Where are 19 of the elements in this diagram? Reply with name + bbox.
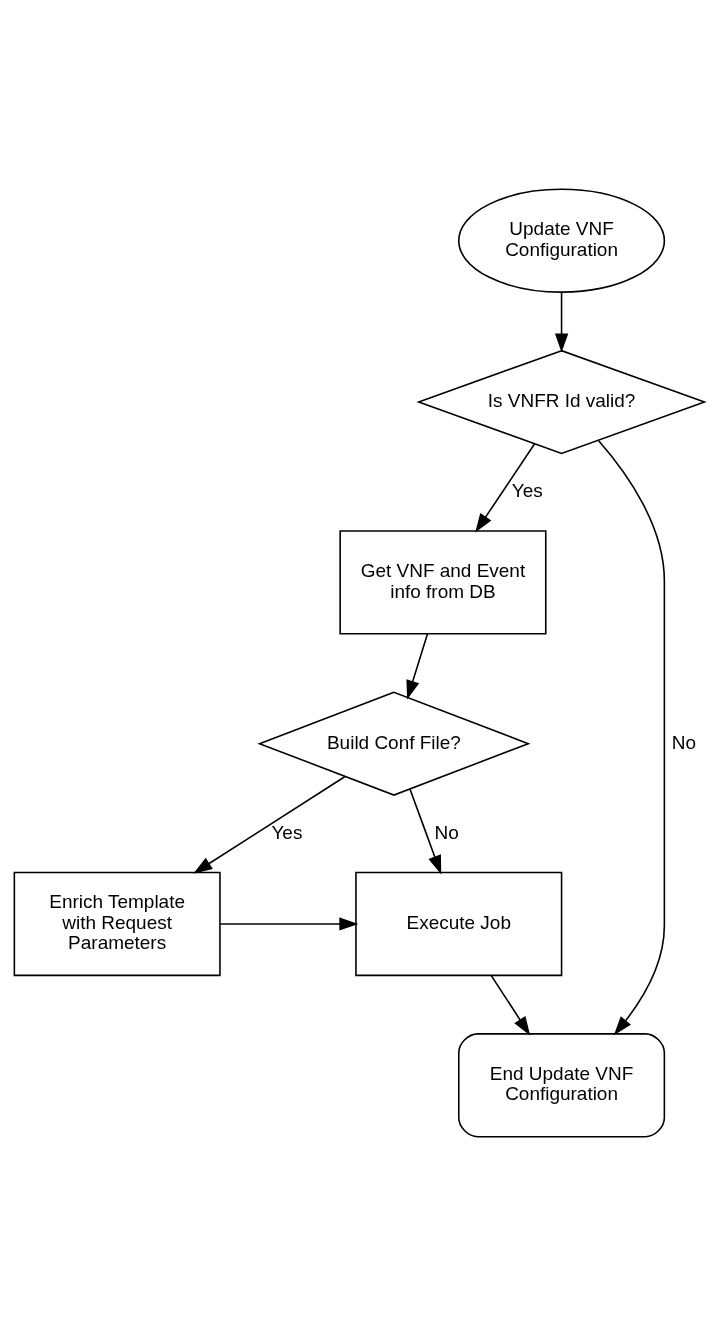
arrow: [490, 974, 531, 1036]
edge-label: Yes: [511, 480, 543, 502]
arrow: [193, 775, 346, 874]
edge-label: Yes: [271, 821, 303, 843]
arrow: [406, 633, 429, 700]
edge-label: No: [671, 731, 697, 753]
arrow: [475, 443, 536, 533]
arrow: [554, 291, 569, 353]
arrow: [409, 788, 442, 875]
node-diamond: Is VNFR Id valid?: [416, 349, 707, 455]
node-box: End Update VNF Configuration: [457, 1033, 666, 1138]
edge-label: No: [434, 821, 459, 843]
node-diamond: Build Conf File?: [257, 691, 531, 796]
arrow: [219, 917, 359, 931]
node-box: Get VNF and Event info from DB: [339, 530, 547, 635]
node-ellipse: Update VNF Configuration: [457, 188, 666, 293]
arrow: [597, 440, 666, 1036]
node-box: Execute Job: [355, 871, 563, 977]
node-box: Enrich Template with Request Parameters: [13, 871, 221, 977]
